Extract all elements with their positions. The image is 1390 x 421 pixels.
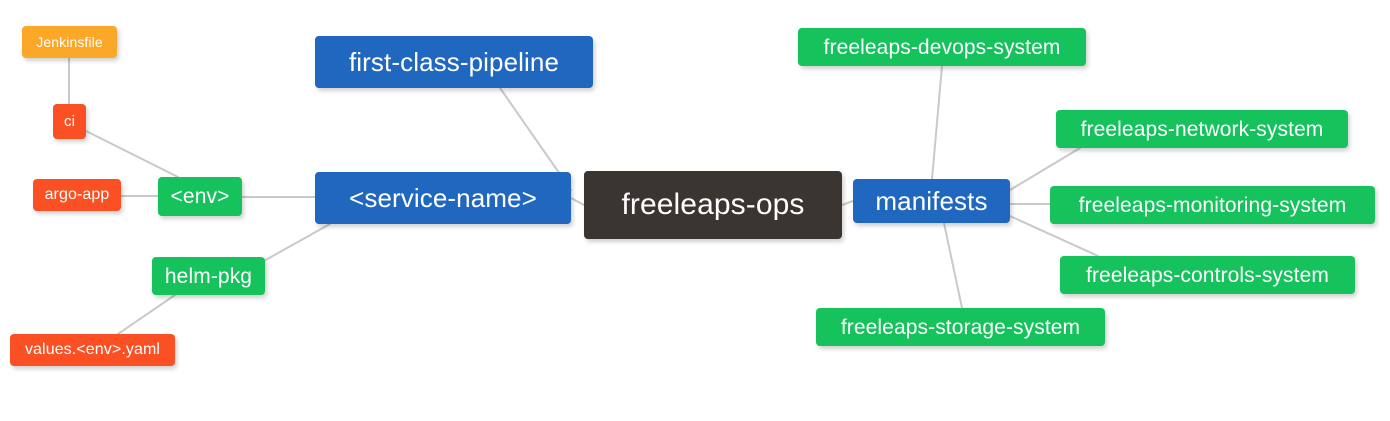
node-network-system[interactable]: freeleaps-network-system: [1056, 110, 1348, 148]
node-devops-system[interactable]: freeleaps-devops-system: [798, 28, 1086, 66]
node-controls-system[interactable]: freeleaps-controls-system: [1060, 256, 1355, 294]
edge-env-to-ci: [85, 130, 179, 178]
edge-manifests-to-devops-system: [931, 65, 943, 180]
edge-service-name-to-helm-pkg: [261, 223, 331, 263]
edge-helm-pkg-to-values-yaml: [117, 294, 176, 335]
node-first-class-pipeline[interactable]: first-class-pipeline: [315, 36, 593, 88]
node-storage-system[interactable]: freeleaps-storage-system: [816, 308, 1105, 346]
node-root[interactable]: freeleaps-ops: [584, 171, 842, 239]
node-argo-app[interactable]: argo-app: [33, 179, 121, 211]
node-ci[interactable]: ci: [53, 104, 86, 139]
edge-manifests-to-network-system: [1009, 147, 1081, 191]
node-service-name[interactable]: <service-name>: [315, 172, 571, 224]
edge-manifests-to-storage-system: [943, 222, 963, 309]
node-helm-pkg[interactable]: helm-pkg: [152, 257, 265, 295]
node-env[interactable]: <env>: [158, 177, 242, 216]
edge-root-to-manifests: [841, 200, 854, 206]
node-monitoring-system[interactable]: freeleaps-monitoring-system: [1050, 186, 1375, 224]
edge-root-to-service-name: [570, 197, 585, 206]
node-jenkinsfile[interactable]: Jenkinsfile: [22, 26, 117, 58]
node-values-yaml[interactable]: values.<env>.yaml: [10, 334, 175, 366]
node-manifests[interactable]: manifests: [853, 179, 1010, 223]
